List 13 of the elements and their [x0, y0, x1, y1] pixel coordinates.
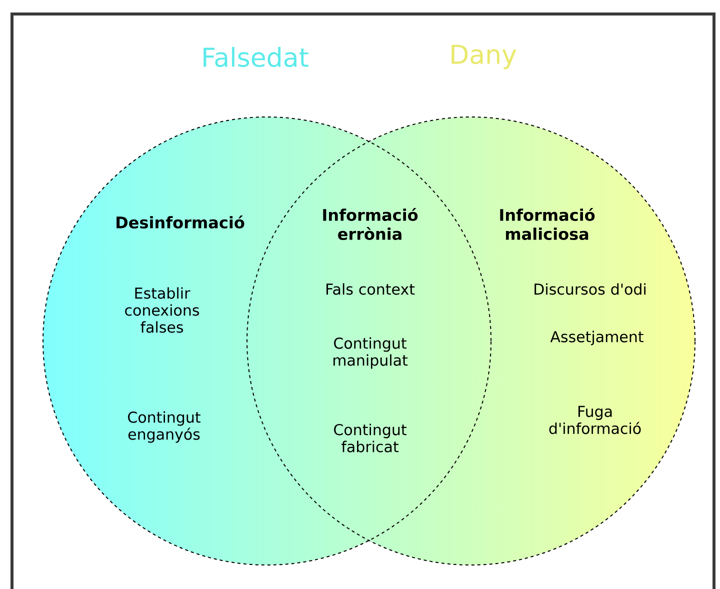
region-item: Assetjament	[550, 330, 644, 346]
region-heading: Desinformació	[116, 216, 244, 228]
region-item: Contingut manipulat	[334, 337, 408, 369]
region-item: Discursos d'odi	[534, 283, 646, 295]
region-item: Fals context	[326, 283, 415, 295]
region-heading: Informació errònia	[323, 208, 418, 240]
region-item: Fuga d'informació	[549, 406, 641, 434]
region-item: Contingut fabricat	[334, 424, 406, 452]
region-item: Contingut enganyós	[128, 411, 200, 443]
region-heading: Informació maliciosa	[500, 208, 595, 240]
set-title: Dany	[452, 44, 516, 70]
set-title: Falsedat	[204, 46, 308, 68]
region-item: Establir conexions falses	[125, 287, 199, 333]
